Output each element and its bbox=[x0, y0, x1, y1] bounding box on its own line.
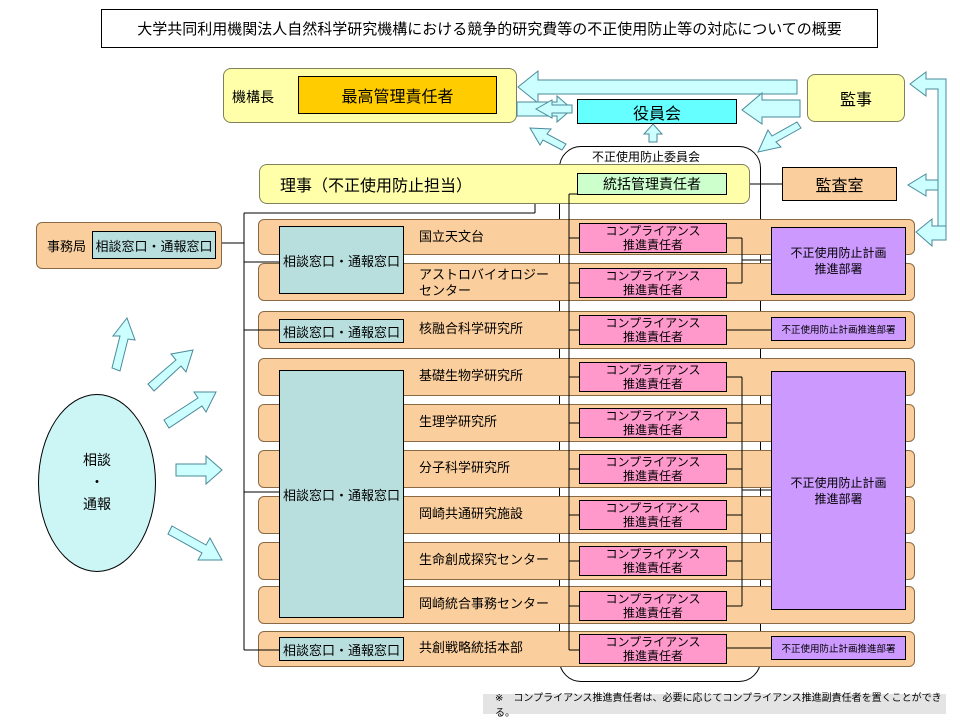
compliance-officer-ims: コンプライアンス推進責任者 bbox=[579, 454, 727, 484]
unit-label-nips: 生理学研究所 bbox=[419, 415, 498, 430]
unit-label-okazaki-admin: 岡崎統合事務センター bbox=[419, 597, 550, 612]
arrow-to-promotion-dept bbox=[915, 217, 947, 248]
arrow-to-audit-office bbox=[907, 173, 939, 197]
compliance-officer-nibb: コンプライアンス推進責任者 bbox=[579, 362, 727, 392]
unit-label-ims: 分子科学研究所 bbox=[419, 461, 511, 476]
promotion-dept-strategy: 不正使用防止計画推進部署 bbox=[771, 636, 906, 660]
consultation-report-oval: 相談・通報 bbox=[38, 394, 156, 572]
diagram-title: 大学共同利用機関法人自然科学研究機構における競争的研究費等の不正使用防止等の対応… bbox=[101, 9, 878, 48]
chief-manager-box: 最高管理責任者 bbox=[298, 76, 497, 114]
compliance-officer-nifs: コンプライアンス推進責任者 bbox=[579, 315, 727, 345]
unit-label-abc-2: センター bbox=[419, 284, 472, 299]
compliance-officer-strategy: コンプライアンス推進責任者 bbox=[579, 634, 727, 664]
compliance-officer-abc: コンプライアンス推進責任者 bbox=[579, 268, 727, 298]
promotion-dept-nifs: 不正使用防止計画推進部署 bbox=[771, 317, 906, 341]
unit-label-abc-1: アストロバイオロジー bbox=[419, 268, 550, 283]
arrow-committee-to-board bbox=[642, 123, 664, 143]
unit-label-okazaki-facilities: 岡崎共通研究施設 bbox=[419, 507, 524, 522]
arrow-oval-up-2 bbox=[147, 349, 194, 392]
arrow-auditor-to-committee bbox=[757, 121, 802, 153]
unit-label-strategy: 共創戦略統括本部 bbox=[419, 641, 524, 656]
arrow-oval-up-3 bbox=[163, 391, 217, 429]
unit-label-nao: 国立天文台 bbox=[419, 230, 485, 245]
footnote: ※ コンプライアンス推進責任者は、必要に応じてコンプライアンス推進副責任者を置く… bbox=[483, 693, 946, 719]
board-box: 役員会 bbox=[577, 99, 737, 124]
arrow-auditor-to-director bbox=[517, 69, 798, 105]
window-strategy: 相談窓口・通報窓口 bbox=[279, 637, 404, 661]
arrow-oval-up-1 bbox=[111, 316, 136, 372]
general-manager-box: 統括管理責任者 bbox=[577, 173, 727, 195]
promotion-dept-okazaki: 不正使用防止計画推進部署 bbox=[771, 371, 906, 610]
arrow-committee-to-director bbox=[529, 127, 567, 151]
audit-office-box: 監査室 bbox=[782, 167, 897, 201]
unit-label-excells: 生命創成探究センター bbox=[419, 553, 550, 568]
compliance-officer-nips: コンプライアンス推進責任者 bbox=[579, 408, 727, 438]
executive-label: 理事（不正使用防止担当） bbox=[280, 176, 473, 195]
secretariat-label: 事務局 bbox=[47, 240, 87, 255]
arrow-oval-right bbox=[175, 454, 223, 486]
compliance-officer-excells: コンプライアンス推進責任者 bbox=[579, 546, 727, 576]
arrow-auditor-to-board bbox=[741, 91, 801, 125]
director-general-label: 機構長 bbox=[232, 90, 274, 106]
unit-label-nibb: 基礎生物学研究所 bbox=[419, 369, 524, 384]
secretariat-window: 相談窓口・通報窓口 bbox=[92, 231, 216, 259]
arrow-oval-down bbox=[167, 525, 223, 561]
compliance-officer-okazaki-admin: コンプライアンス推進責任者 bbox=[579, 591, 727, 621]
arrow-board-left bbox=[534, 99, 573, 119]
promotion-dept-nao-abc: 不正使用防止計画推進部署 bbox=[771, 227, 906, 295]
committee-label: 不正使用防止委員会 bbox=[592, 150, 701, 164]
auditor-box: 監事 bbox=[807, 74, 905, 122]
window-nao-abc: 相談窓口・通報窓口 bbox=[279, 226, 404, 294]
compliance-officer-okazaki-facilities: コンプライアンス推進責任者 bbox=[579, 500, 727, 530]
compliance-officer-nao: コンプライアンス推進責任者 bbox=[579, 223, 727, 253]
window-nifs: 相談窓口・通報窓口 bbox=[279, 319, 404, 343]
window-okazaki: 相談窓口・通報窓口 bbox=[279, 370, 404, 618]
unit-label-nifs: 核融合科学研究所 bbox=[419, 322, 524, 337]
